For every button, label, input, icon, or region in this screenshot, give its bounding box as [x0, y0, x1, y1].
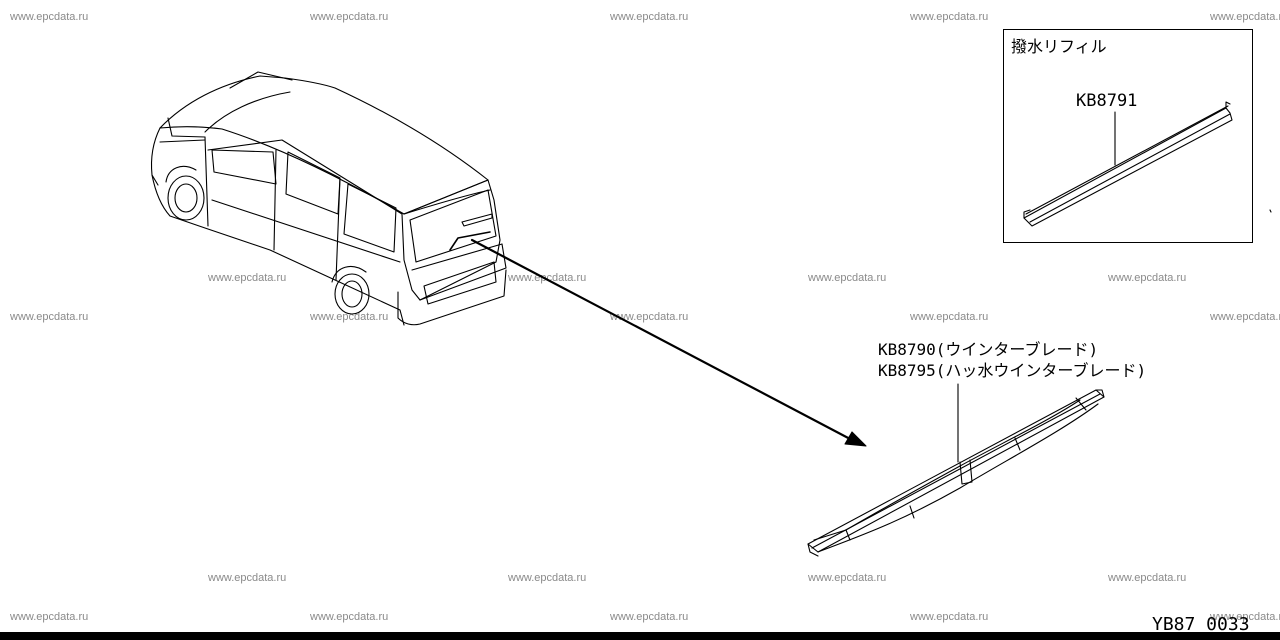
watermark: www.epcdata.ru	[10, 11, 89, 23]
watermark: www.epcdata.ru	[208, 572, 287, 584]
watermark: www.epcdata.ru	[1108, 572, 1187, 584]
bottom-bar	[0, 632, 1280, 640]
watermark: www.epcdata.ru	[610, 611, 689, 623]
watermark: www.epcdata.ru	[208, 272, 287, 284]
refill-title: 撥水リフィル	[1011, 37, 1107, 56]
watermark: www.epcdata.ru	[910, 611, 989, 623]
watermark: www.epcdata.ru	[610, 311, 689, 323]
part-number-water-repellent-blade: KB8795(ハッ水ウインターブレード)	[878, 361, 1147, 380]
part-number-refill: KB8791	[1076, 91, 1138, 111]
watermark: www.epcdata.ru	[1108, 272, 1187, 284]
watermark: www.epcdata.ru	[808, 272, 887, 284]
wiper-blade-illustration	[807, 389, 1105, 557]
watermark: www.epcdata.ru	[1210, 11, 1280, 23]
minivan-illustration	[150, 71, 507, 326]
watermark: www.epcdata.ru	[508, 272, 587, 284]
watermark: www.epcdata.ru	[10, 611, 89, 623]
part-number-winter-blade: KB8790(ウインターブレード)	[878, 340, 1099, 359]
watermark: www.epcdata.ru	[508, 572, 587, 584]
watermark: www.epcdata.ru	[910, 11, 989, 23]
watermark: www.epcdata.ru	[10, 311, 89, 323]
refill-inset-box	[1003, 29, 1253, 243]
watermark: www.epcdata.ru	[1210, 311, 1280, 323]
watermark: www.epcdata.ru	[808, 572, 887, 584]
pointer-arrow	[470, 238, 867, 447]
diagram-code: YB87 0033	[1152, 614, 1250, 635]
watermark: www.epcdata.ru	[610, 11, 689, 23]
watermark: www.epcdata.ru	[310, 311, 389, 323]
watermark: www.epcdata.ru	[310, 611, 389, 623]
refill-illustration	[1023, 101, 1233, 227]
watermark: www.epcdata.ru	[310, 11, 389, 23]
watermark: www.epcdata.ru	[910, 311, 989, 323]
watermark: www.epcdata.ru	[1210, 611, 1280, 623]
